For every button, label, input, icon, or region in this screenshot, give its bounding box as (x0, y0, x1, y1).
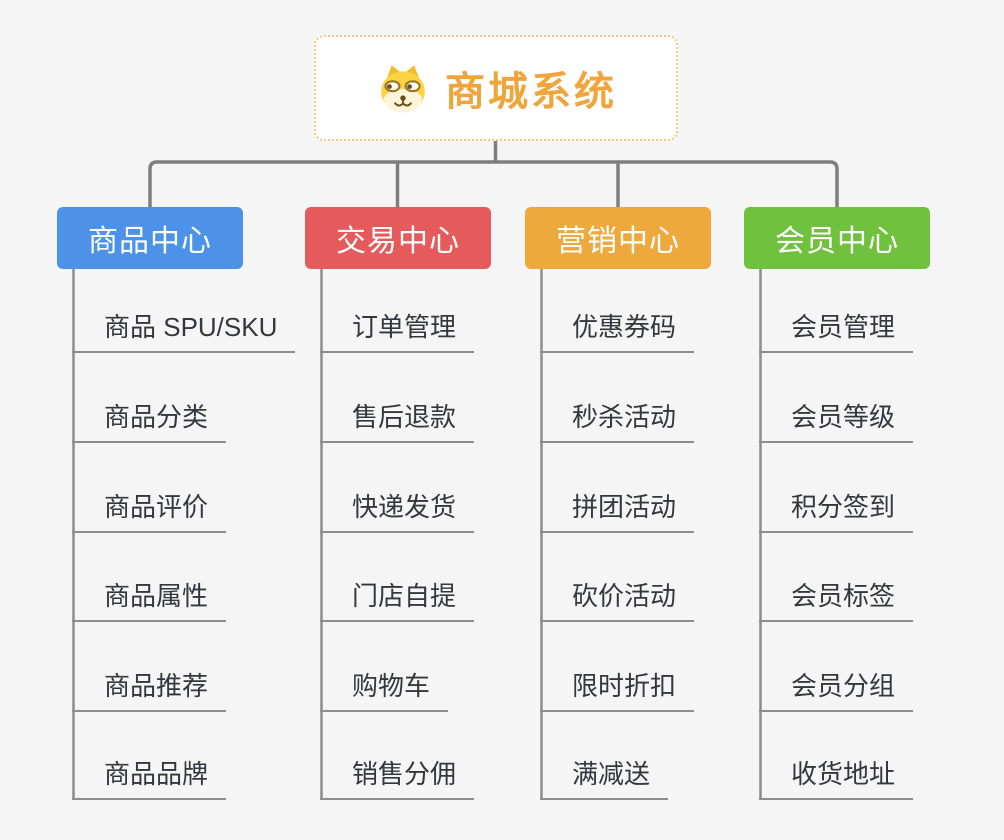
leaf-node[interactable]: 会员等级 (759, 397, 914, 443)
leaf-node[interactable]: 商品属性 (72, 576, 227, 622)
leaf-node[interactable]: 会员分组 (759, 666, 914, 712)
leaf-node[interactable]: 购物车 (320, 666, 449, 712)
branch-node-products[interactable]: 商品中心 (57, 207, 243, 269)
leaf-node[interactable]: 商品评价 (72, 487, 227, 533)
root-title: 商城系统 (445, 70, 617, 114)
leaf-node[interactable]: 快递发货 (320, 487, 475, 533)
leaf-node[interactable]: 拼团活动 (540, 487, 695, 533)
leaf-node[interactable]: 订单管理 (320, 307, 475, 353)
leaf-node[interactable]: 门店自提 (320, 576, 475, 622)
leaf-node[interactable]: 砍价活动 (540, 576, 695, 622)
branch-node-marketing[interactable]: 营销中心 (525, 207, 711, 269)
leaf-node[interactable]: 商品 SPU/SKU (72, 307, 296, 353)
leaf-node[interactable]: 秒杀活动 (540, 397, 695, 443)
leaf-node[interactable]: 售后退款 (320, 397, 475, 443)
branch-node-trade[interactable]: 交易中心 (305, 207, 491, 269)
leaf-node[interactable]: 优惠券码 (540, 307, 695, 353)
leaf-node[interactable]: 商品分类 (72, 397, 227, 443)
root-node[interactable]: 商城系统 (314, 35, 678, 141)
leaf-node[interactable]: 会员标签 (759, 576, 914, 622)
leaf-node[interactable]: 商品品牌 (72, 754, 227, 800)
branch-rail-line (148, 160, 839, 207)
leaf-node[interactable]: 销售分佣 (320, 754, 475, 800)
leaf-node[interactable]: 会员管理 (759, 307, 914, 353)
leaf-node[interactable]: 积分签到 (759, 487, 914, 533)
branch-node-members[interactable]: 会员中心 (744, 207, 930, 269)
leaf-node[interactable]: 商品推荐 (72, 666, 227, 712)
leaf-node[interactable]: 满减送 (540, 754, 669, 800)
leaf-node[interactable]: 限时折扣 (540, 666, 695, 712)
leaf-node[interactable]: 收货地址 (759, 754, 914, 800)
dog-face-icon (381, 65, 425, 113)
